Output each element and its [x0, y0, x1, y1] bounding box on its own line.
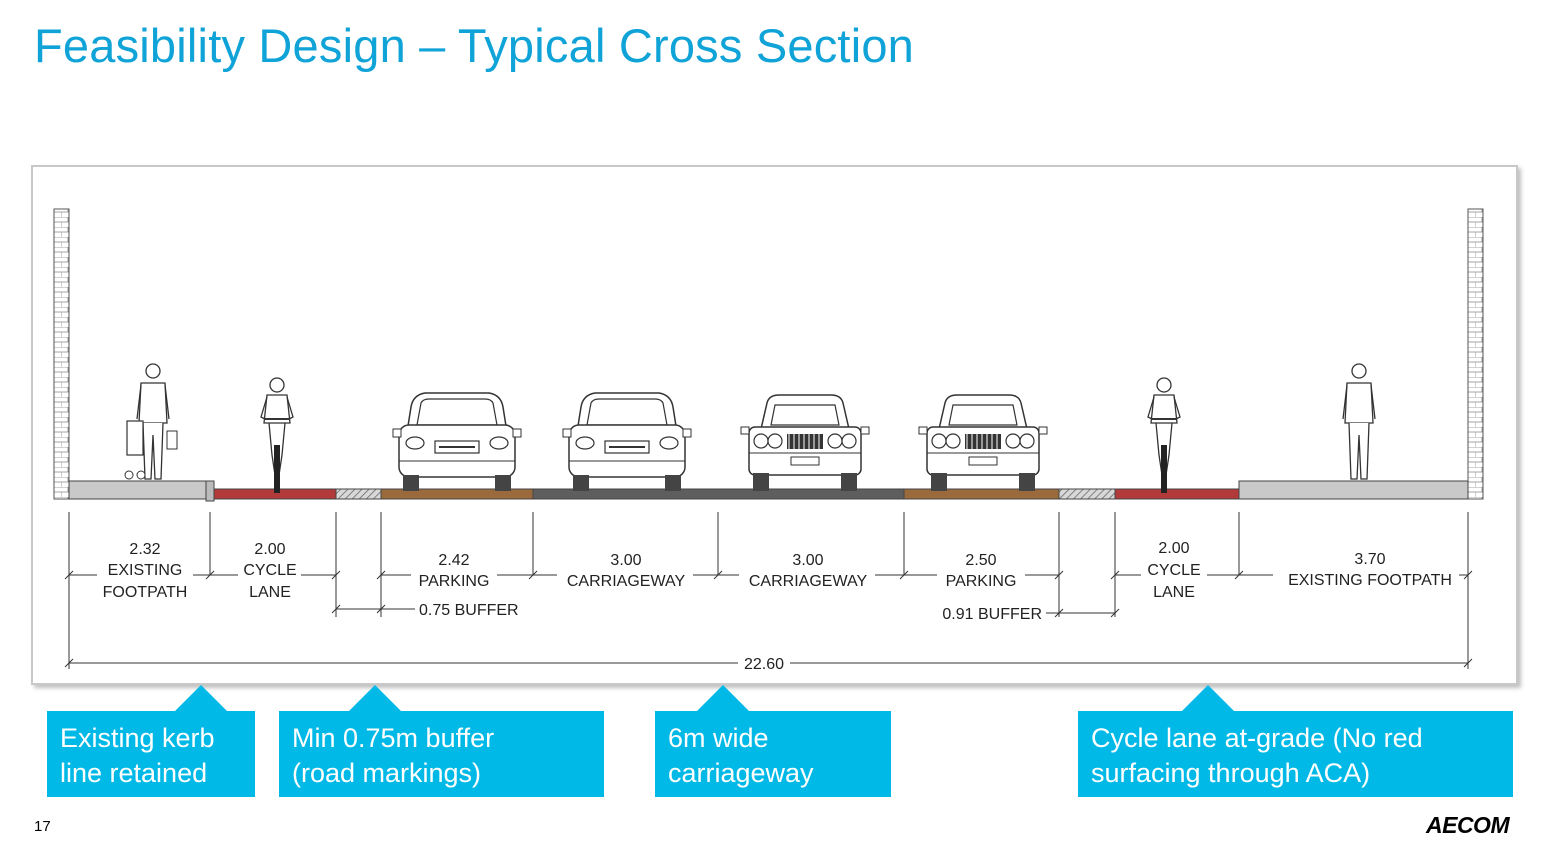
extension-lines — [68, 512, 1469, 669]
left-wall — [53, 208, 70, 500]
right-parking-surface — [903, 488, 1060, 500]
pedestrian-right — [1342, 363, 1376, 480]
dim-right-cycle-label2: LANE — [1153, 584, 1195, 601]
cyclist-left — [260, 377, 294, 494]
callout-cycle-lane-line1: Cycle lane at-grade (No red — [1091, 723, 1423, 753]
moving-car-left — [562, 392, 692, 492]
dim-left-cycle-value: 2.00 — [254, 541, 285, 558]
dim-left-footpath-label1: EXISTING — [108, 562, 183, 579]
callout-cycle-lane-at-grade: Cycle lane at-grade (No red surfacing th… — [1078, 685, 1513, 797]
left-kerb — [205, 480, 215, 502]
callout-min-buffer-line2: (road markings) — [292, 758, 482, 788]
right-cycle-lane-surface — [1114, 488, 1240, 500]
dim-right-cycle-value: 2.00 — [1158, 540, 1189, 557]
dim-carriageway1-value: 3.00 — [610, 552, 641, 569]
pedestrian-with-pram — [124, 363, 178, 480]
callout-existing-kerb: Existing kerb line retained — [47, 685, 255, 797]
dim-carriageway2-label: CARRIAGEWAY — [749, 573, 868, 590]
left-footpath-surface — [68, 480, 207, 500]
dim-total: 22.60 — [744, 656, 784, 673]
callout-existing-kerb-line2: line retained — [60, 758, 208, 788]
dim-left-parking-label: PARKING — [419, 573, 490, 590]
dim-right-footpath-label: EXISTING FOOTPATH — [1288, 572, 1452, 589]
moving-car-right — [740, 394, 870, 492]
dimension-lines — [64, 570, 1473, 668]
callout-cycle-lane-line2: surfacing through ACA) — [1091, 758, 1371, 788]
dim-right-footpath-value: 3.70 — [1354, 551, 1385, 568]
dim-left-buffer: 0.75 BUFFER — [419, 602, 519, 619]
callout-carriageway-line1: 6m wide — [668, 723, 769, 753]
dim-right-parking-value: 2.50 — [965, 552, 996, 569]
callout-min-buffer-line1: Min 0.75m buffer — [292, 723, 495, 753]
parked-car-left — [392, 392, 522, 492]
callout-min-buffer: Min 0.75m buffer (road markings) — [279, 685, 604, 797]
callout-existing-kerb-line1: Existing kerb — [60, 723, 215, 753]
dim-left-cycle-label1: CYCLE — [243, 562, 296, 579]
cyclist-right — [1147, 377, 1181, 494]
page-title: Feasibility Design – Typical Cross Secti… — [34, 19, 915, 72]
right-buffer-surface — [1058, 488, 1116, 500]
dim-right-buffer: 0.91 BUFFER — [942, 606, 1042, 623]
callout-carriageway-line2: carriageway — [668, 758, 814, 788]
aecom-logo: AECOM — [1426, 812, 1510, 838]
dim-left-footpath-label2: FOOTPATH — [103, 584, 188, 601]
page-number: 17 — [34, 818, 51, 835]
cross-section-diagram: 2.32 EXISTING FOOTPATH 2.00 CYCLE LANE 2… — [31, 165, 1518, 685]
dim-left-parking-value: 2.42 — [438, 552, 469, 569]
dim-carriageway1-label: CARRIAGEWAY — [567, 573, 686, 590]
dim-right-cycle-label1: CYCLE — [1147, 562, 1200, 579]
dim-left-cycle-label2: LANE — [249, 584, 291, 601]
callout-carriageway: 6m wide carriageway — [655, 685, 891, 797]
right-wall — [1467, 208, 1484, 500]
dim-left-footpath-value: 2.32 — [129, 541, 160, 558]
left-buffer-surface — [335, 488, 382, 500]
dim-carriageway2-value: 3.00 — [792, 552, 823, 569]
parked-car-right — [918, 394, 1048, 492]
dim-right-parking-label: PARKING — [946, 573, 1017, 590]
right-footpath-surface — [1238, 480, 1469, 500]
